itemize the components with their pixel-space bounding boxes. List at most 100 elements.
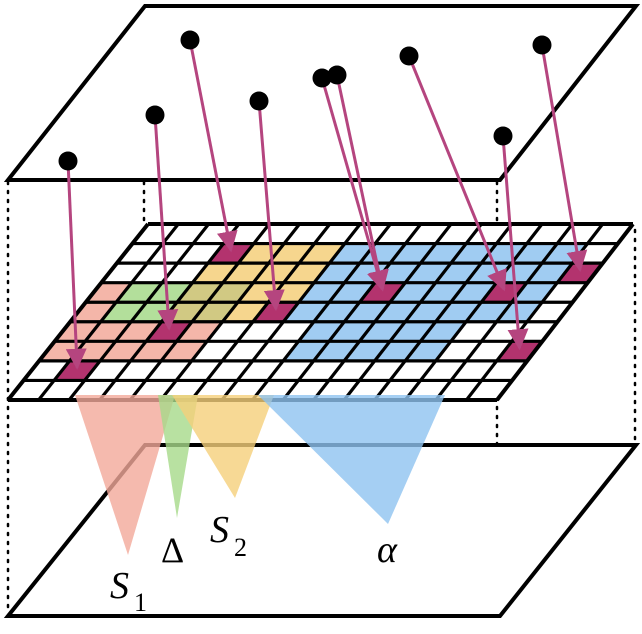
grid-cell-shaded [450,243,497,264]
grid-col-line [190,223,332,401]
grid-cell-shaded [328,321,375,342]
cone-s2 [172,395,274,498]
label-s2: S [210,509,229,551]
grid-plane [6,222,635,402]
source-dot [399,46,419,66]
grid-cell-shaded [54,321,101,342]
projection-arrow [320,77,388,292]
grid-cell-shaded [116,282,163,303]
grid-cell-shaded [299,243,345,264]
grid-col-line [281,223,423,401]
grid-cell-shaded [314,263,360,283]
cone-alpha [258,395,445,524]
grid-cell-shaded [298,282,345,303]
source-dot [145,105,165,125]
projection-arrow [188,39,238,253]
bottom-plane [3,443,641,618]
grid-col-line [434,223,574,401]
cone-delta [158,395,198,518]
grid-cell-shaded [115,321,162,342]
label-alpha: α [377,529,398,571]
grid-cell-shaded [359,321,406,342]
grid-cell-shaded [237,282,284,303]
source-dot [249,91,269,111]
grid-cell-shaded [100,302,147,322]
source-dot [532,35,552,55]
grid-cell-shaded [131,302,178,322]
grid-col-line [159,223,301,401]
grid-col-line [495,222,635,402]
grid-cell-shaded [405,263,451,283]
grid-cell-shaded [420,243,467,264]
grid-cell-shaded [359,243,406,264]
grid-cell-shaded [100,341,147,361]
grid-cell-shaded [39,341,86,361]
source-dot [58,151,78,171]
grid-cell-shaded [268,243,315,264]
label-s1: S [110,565,129,607]
grid-cell-shaded [298,321,345,342]
grid-col-line [220,223,362,401]
projection-arrow [501,135,529,351]
grid-cell-shaded [85,282,132,303]
arrow-group [58,30,588,370]
source-dot [327,65,347,85]
grid-cell-shaded [283,263,330,283]
grid-cell-shaded [313,302,360,322]
grid-cell-shaded [238,243,285,264]
grid-col-line [67,223,210,401]
grid-col-line [404,223,544,401]
grid-cell-shaded [313,341,360,361]
grid-col-line [6,222,150,402]
grid-cell-marked [146,321,193,342]
grid-cell-shaded [283,341,329,361]
projection-arrow [540,44,588,272]
grid-col-line [251,223,392,401]
grid-cell-shaded [207,282,254,303]
label-s2-subscript: 2 [234,533,247,562]
grid-cell-marked [207,243,254,264]
grid-cell-shaded [329,282,375,303]
grid-col-line [342,223,483,401]
projection-arrow [335,74,389,292]
grid-col-line [128,223,271,401]
grid-cell-shaded [344,302,391,322]
grid-cell-shaded [177,282,223,303]
source-dot [180,30,200,50]
grid-cell-shaded [420,282,467,303]
label-s1-subscript: 1 [134,588,147,617]
grid-cell-shaded [253,263,300,283]
grid-cell-marked [252,302,299,322]
grid-cell-shaded [283,302,330,322]
grid-cell-shaded [130,341,177,361]
projection-arrow [65,160,87,370]
grid-cell-shaded [222,302,269,322]
grid-cell-shaded [146,282,193,303]
grid-cell-shaded [192,263,239,283]
grid-cell-marked [54,360,101,381]
grid-cell-shaded [374,302,421,322]
projection-arrow [257,100,285,312]
label-delta: Δ [161,530,184,570]
projection-cones [75,395,445,555]
grid-cell-shaded [222,263,269,283]
grid-cell-marked [359,282,406,303]
source-dot [312,68,332,88]
grid-cell-shaded [435,263,482,283]
grid-cell-shaded [329,243,376,264]
grid-cell-shaded [176,321,223,342]
source-dot [493,126,513,146]
labels: S 1 Δ S 2 α [110,509,398,617]
projection-arrow [153,114,179,331]
grid-cell-shaded [390,243,436,264]
cone-s1 [75,395,175,555]
projection-arrow [407,55,507,292]
grid-cell-shaded [192,302,238,322]
grid-col-line [312,223,453,401]
grid-col-line [37,223,180,401]
grid-cell-shaded [161,341,208,361]
grid-cell-shaded [70,302,117,322]
top-plane [3,3,641,182]
